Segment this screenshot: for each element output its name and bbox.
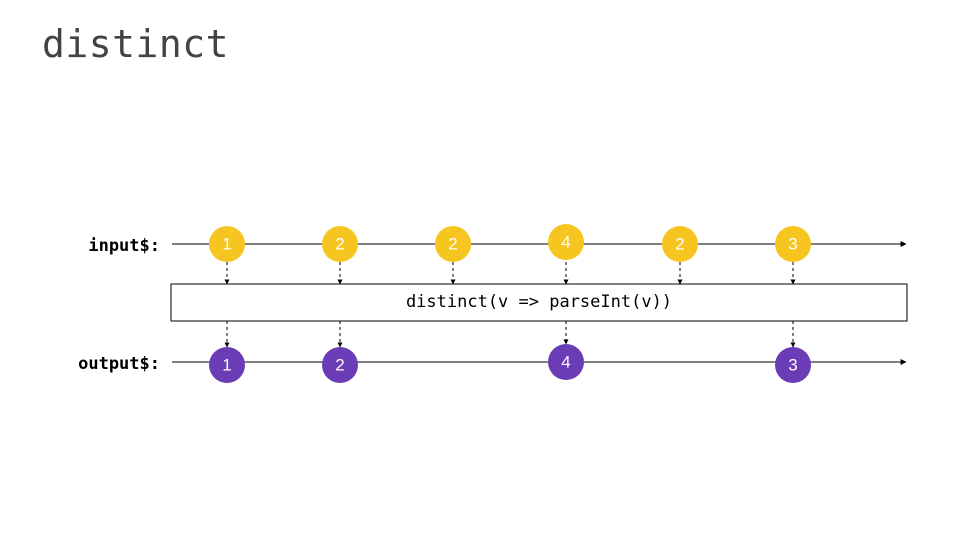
- input-marble-6: 3: [775, 226, 811, 262]
- output-marble-1-value: 1: [222, 356, 231, 375]
- output-marble-2: 2: [322, 347, 358, 383]
- input-marble-4: 4: [548, 224, 584, 260]
- input-marble-4-circle: [548, 224, 584, 260]
- input-marble-5: 2: [662, 226, 698, 262]
- output-marble-1: 1: [209, 347, 245, 383]
- output-stream-label: output$:: [78, 354, 160, 374]
- page-title: distinct: [42, 22, 230, 66]
- output-marble-3: 4: [548, 344, 584, 380]
- output-marble-4-circle: [775, 347, 811, 383]
- output-marble-2-value: 2: [335, 356, 344, 375]
- output-marble-3-circle: [548, 344, 584, 380]
- input-marble-1-value: 1: [222, 235, 231, 254]
- input-marble-2-value: 2: [335, 235, 344, 254]
- operator-box: [170, 283, 908, 322]
- output-marble-2-circle: [322, 347, 358, 383]
- input-marble-3-circle: [435, 226, 471, 262]
- input-marble-4-value: 4: [561, 233, 570, 252]
- input-marble-1: 1: [209, 226, 245, 262]
- input-marble-5-value: 2: [675, 235, 684, 254]
- output-marble-3-value: 4: [561, 353, 570, 372]
- input-marble-3-value: 2: [448, 235, 457, 254]
- input-marble-1-circle: [209, 226, 245, 262]
- output-marble-4-value: 3: [788, 356, 797, 375]
- input-marble-6-value: 3: [788, 235, 797, 254]
- input-stream-label: input$:: [88, 236, 160, 256]
- input-marble-3: 2: [435, 226, 471, 262]
- input-marble-2: 2: [322, 226, 358, 262]
- output-marble-4: 3: [775, 347, 811, 383]
- operator-label: distinct(v => parseInt(v)): [406, 292, 672, 312]
- input-marble-2-circle: [322, 226, 358, 262]
- input-marble-6-circle: [775, 226, 811, 262]
- input-marble-5-circle: [662, 226, 698, 262]
- output-marble-1-circle: [209, 347, 245, 383]
